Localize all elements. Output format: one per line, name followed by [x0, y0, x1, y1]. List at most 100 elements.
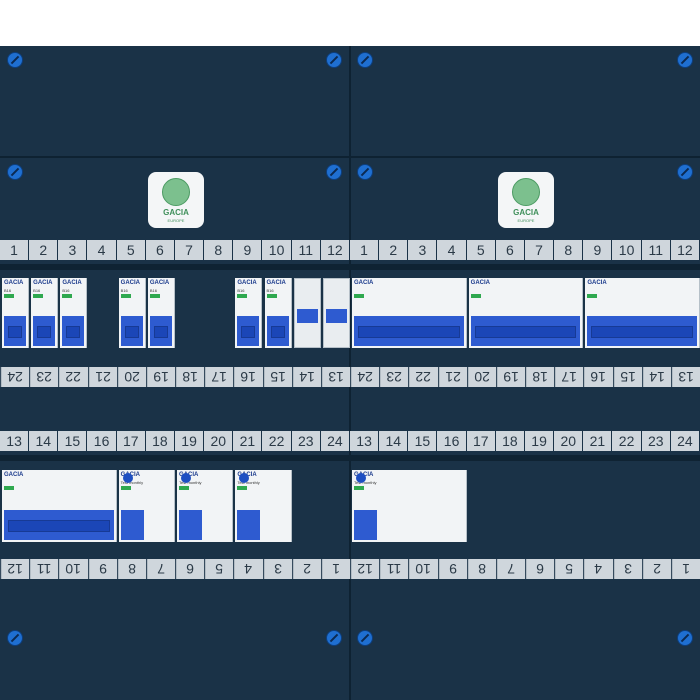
position-number: 7: [175, 240, 205, 260]
test-button-icon[interactable]: [239, 473, 250, 483]
position-number: 17: [554, 367, 584, 387]
position-number: 16: [233, 367, 263, 387]
position-number: 17: [467, 431, 496, 451]
position-number: 1: [350, 240, 380, 260]
position-number: 18: [175, 367, 205, 387]
screw-icon: [677, 52, 693, 68]
breaker-body: [354, 510, 378, 540]
position-number: 21: [437, 367, 467, 387]
position-number: 3: [612, 559, 642, 579]
screw-icon: [677, 164, 693, 180]
toggle-lever[interactable]: [474, 326, 577, 338]
position-number: 5: [467, 240, 496, 260]
position-number: 23: [292, 431, 321, 451]
position-number: 20: [554, 431, 584, 451]
position-number: 21: [233, 431, 263, 451]
brand-label: GACIA: [266, 280, 286, 286]
toggle-lever[interactable]: [241, 326, 256, 338]
position-number: 8: [204, 240, 234, 260]
breaker-body: [120, 510, 144, 540]
toggle-lever[interactable]: [66, 326, 81, 338]
position-number: 18: [496, 431, 525, 451]
status-indicator: [354, 294, 364, 298]
rcd-breaker[interactable]: GACIA: [468, 278, 584, 348]
blank-module: [322, 278, 350, 348]
position-number: 24: [671, 431, 700, 451]
breaker-body: [179, 510, 203, 540]
position-number: 2: [29, 240, 59, 260]
rcd-breaker[interactable]: GACIA: [2, 470, 117, 542]
rating-label: Test monthly: [120, 480, 144, 485]
top-cover-divider: [0, 156, 700, 158]
status-indicator: [62, 294, 73, 298]
test-button-icon[interactable]: [181, 473, 191, 483]
blank-module: [293, 278, 321, 348]
rcd-breaker[interactable]: GACIA: [585, 278, 700, 348]
breaker-body: [354, 316, 464, 346]
toggle-lever[interactable]: [8, 520, 110, 532]
position-number: 24: [350, 367, 380, 387]
rating-label: Test monthly: [179, 480, 202, 485]
position-number: 3: [408, 240, 438, 260]
position-number: 14: [641, 367, 671, 387]
brand-label: GACIA: [237, 280, 257, 286]
position-number: 5: [204, 559, 234, 579]
position-number: 6: [496, 240, 525, 260]
toggle-lever[interactable]: [270, 326, 285, 338]
position-number: 19: [525, 431, 555, 451]
position-number: 7: [525, 240, 555, 260]
status-indicator: [237, 486, 248, 490]
test-button-icon[interactable]: [356, 473, 366, 483]
toggle-lever[interactable]: [153, 326, 168, 338]
position-number: 11: [29, 559, 59, 579]
status-indicator: [354, 486, 364, 490]
logo-subtitle: EUROPE: [167, 218, 185, 223]
test-button-icon[interactable]: [122, 473, 133, 483]
brand-label: GACIA: [587, 280, 607, 286]
toggle-lever[interactable]: [358, 326, 460, 338]
position-number: 1: [320, 559, 350, 579]
position-number: 7: [495, 559, 525, 579]
position-number: 10: [408, 559, 438, 579]
screw-icon: [7, 52, 23, 68]
toggle-lever[interactable]: [37, 326, 52, 338]
position-number: 20: [466, 367, 496, 387]
status-indicator: [4, 294, 14, 298]
position-number: 16: [583, 367, 613, 387]
status-indicator: [33, 294, 44, 298]
position-number: 10: [263, 240, 292, 260]
toggle-lever[interactable]: [8, 326, 23, 338]
position-number: 13: [670, 367, 700, 387]
screw-icon: [677, 630, 693, 646]
position-number: 14: [29, 431, 59, 451]
position-number: 2: [379, 240, 409, 260]
position-number: 19: [495, 367, 525, 387]
position-number: 23: [29, 367, 59, 387]
position-number: 16: [88, 431, 117, 451]
breaker-body: [470, 316, 581, 346]
rcd-breaker[interactable]: GACIA: [352, 278, 467, 348]
screw-icon: [357, 52, 373, 68]
position-number: 12: [0, 559, 30, 579]
brand-label: GACIA: [470, 280, 490, 286]
toggle-lever[interactable]: [124, 326, 139, 338]
position-number: 20: [116, 367, 146, 387]
position-number: 7: [145, 559, 175, 579]
toggle-lever[interactable]: [591, 326, 693, 338]
brand-label: GACIA: [120, 280, 140, 286]
rating-label: B16: [62, 288, 70, 293]
